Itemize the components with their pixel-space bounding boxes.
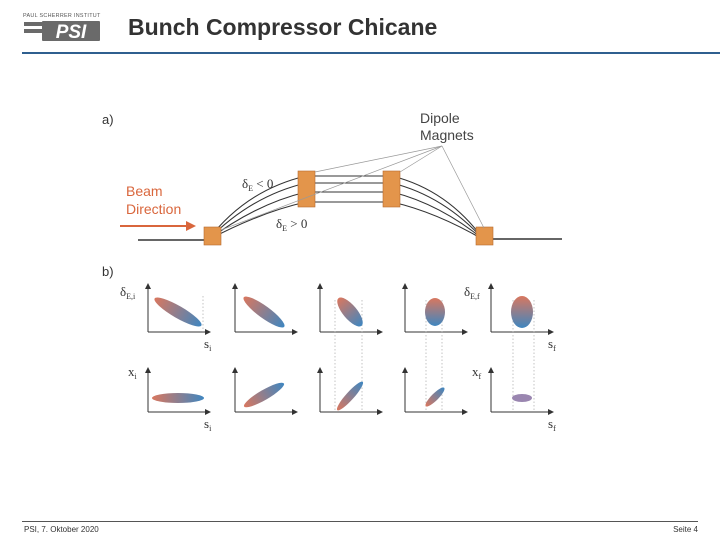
header-rule <box>22 52 720 54</box>
panel-b-label: b) <box>102 264 114 279</box>
row1-xlabel-left: si <box>204 336 212 353</box>
dipole-label-line2: Magnets <box>420 127 474 143</box>
phase-space-axes <box>145 283 554 415</box>
dipole-magnet-1 <box>203 226 222 246</box>
bunch-row1-3 <box>337 297 363 327</box>
page-title: Bunch Compressor Chicane <box>128 14 438 40</box>
row1-ylabel-left: δE,i <box>120 284 136 301</box>
bunch-row2-5 <box>512 394 532 402</box>
bunch-row2-2 <box>243 382 285 408</box>
row2-ylabel-right: xf <box>472 364 482 381</box>
bunch-row1-5 <box>511 296 533 328</box>
dipole-pointer-lines <box>220 145 485 231</box>
footer-date: PSI, 7. Oktober 2020 <box>24 525 99 534</box>
dipole-magnet-4 <box>475 226 494 246</box>
page-number: Seite 4 <box>673 525 698 534</box>
beam-label-line1: Beam <box>126 183 163 199</box>
row2-xlabel-left: si <box>204 416 212 433</box>
bunch-row2-3 <box>336 381 364 411</box>
row1-ylabel-right: δE,f <box>464 284 480 301</box>
delta-negative-label: δE < 0 <box>242 176 273 193</box>
bunch-row1-2 <box>243 296 285 328</box>
dipole-magnet-2 <box>297 170 316 208</box>
panel-a-label: a) <box>102 112 114 127</box>
logo-institute-text: PAUL SCHERRER INSTITUT <box>23 13 101 19</box>
bunch-row1-4 <box>425 298 445 326</box>
dipole-label-line1: Dipole <box>420 110 460 126</box>
bunch-row2-4 <box>425 387 445 407</box>
beam-label-line2: Direction <box>126 201 181 217</box>
psi-logo: PAUL SCHERRER INSTITUT PSI <box>22 10 104 46</box>
chicane-figure: a) Dipole Magnets Beam Direction <box>96 100 596 440</box>
logo-psi-text: PSI <box>56 22 87 43</box>
beam-direction-arrow <box>120 221 196 231</box>
bunch-length-guides <box>202 296 535 412</box>
row1-xlabel-right: sf <box>548 336 556 353</box>
bunch-row1-1 <box>154 297 202 327</box>
row2-xlabel-right: sf <box>548 416 556 433</box>
row2-ylabel-left: xi <box>128 364 138 381</box>
bunch-row2-1 <box>152 393 204 403</box>
delta-positive-label: δE > 0 <box>276 216 307 233</box>
footer-rule <box>22 521 698 522</box>
dipole-magnet-3 <box>382 170 401 208</box>
